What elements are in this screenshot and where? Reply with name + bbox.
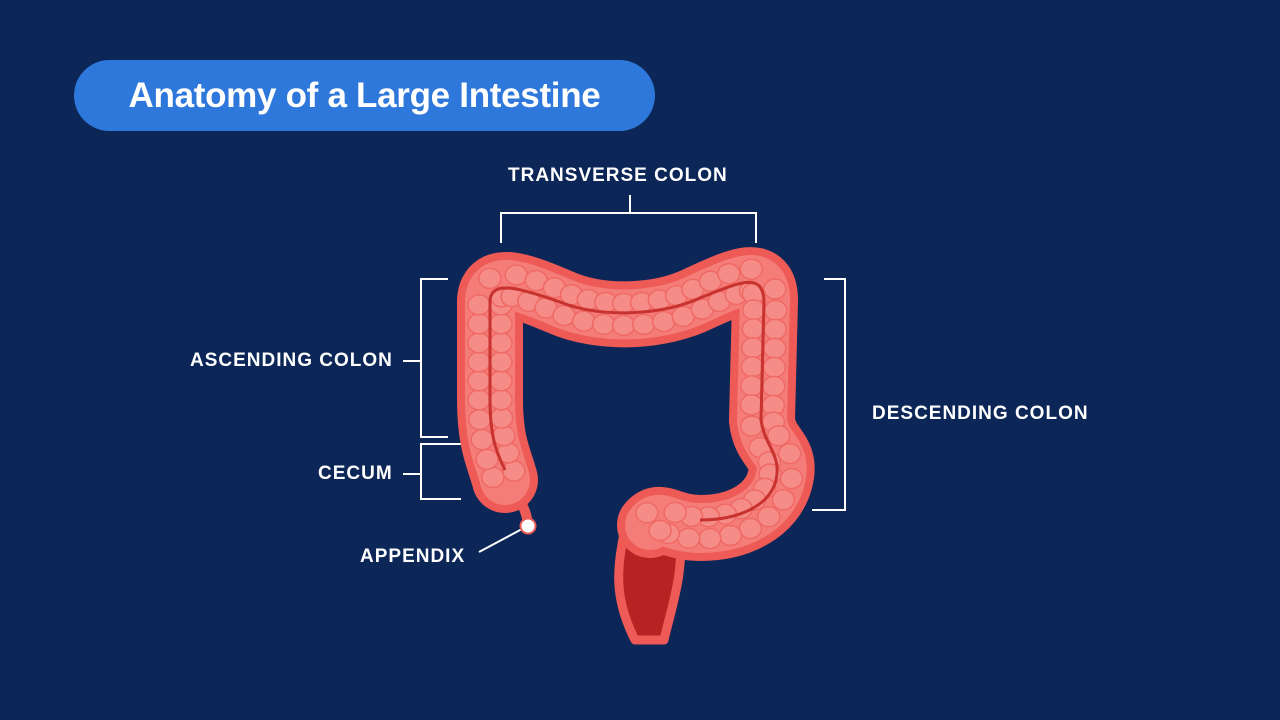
haustrum [739, 258, 764, 280]
label-appendix: APPENDIX [360, 546, 466, 567]
haustrum [763, 299, 788, 322]
haustrum [467, 370, 491, 392]
haustrum [648, 519, 672, 542]
cecum-bracket [403, 443, 461, 500]
haustrum [489, 389, 513, 411]
title-pill: Anatomy of a Large Intestine [74, 60, 655, 131]
haustrum [757, 506, 781, 528]
haustrum [763, 337, 787, 360]
haustrum [502, 460, 526, 482]
haustrum [762, 375, 786, 398]
page-title: Anatomy of a Large Intestine [128, 75, 601, 115]
haustrum [571, 310, 596, 332]
haustrum [489, 370, 513, 392]
haustrum [631, 313, 656, 336]
haustrum [492, 425, 516, 447]
haustrum [481, 466, 505, 489]
haustrum [763, 278, 787, 300]
haustrum [738, 517, 763, 540]
transverse-bracket [500, 195, 757, 243]
label-descending-colon: DESCENDING COLON [872, 403, 1089, 424]
haustrum [489, 351, 513, 373]
haustrum [467, 332, 491, 354]
brackets [403, 195, 846, 553]
haustrum [777, 442, 802, 465]
haustrum [591, 313, 616, 336]
haustrum [504, 264, 529, 286]
haustrum [467, 294, 491, 316]
colon-center-line [488, 281, 779, 522]
haustrum [766, 425, 791, 447]
haustrum [698, 527, 722, 550]
haustrum [739, 415, 764, 437]
haustrum [718, 524, 743, 547]
label-ascending-colon: ASCENDING COLON [190, 350, 393, 371]
descending-bracket [812, 278, 846, 511]
haustrum [741, 337, 765, 359]
haustrum [762, 356, 787, 379]
haustra [467, 258, 804, 550]
rectum [614, 523, 686, 645]
haustrum [489, 407, 514, 429]
ascending-bracket [403, 278, 448, 438]
haustrum [771, 489, 796, 511]
haustrum [741, 299, 766, 321]
haustrum [717, 263, 741, 285]
haustrum [663, 501, 687, 524]
haustrum [489, 313, 513, 335]
haustrum [467, 389, 491, 411]
haustrum [739, 394, 764, 416]
haustrum [676, 527, 701, 550]
haustrum [779, 467, 804, 490]
appendix-marker [519, 517, 537, 535]
haustrum [611, 314, 636, 337]
haustrum [489, 332, 513, 354]
haustrum [475, 448, 499, 471]
appendix-pointer [478, 528, 523, 553]
haustrum [467, 408, 492, 431]
haustrum [478, 267, 502, 290]
haustrum [635, 502, 659, 524]
haustrum [467, 351, 491, 373]
label-cecum: CECUM [318, 463, 393, 484]
haustrum [741, 318, 766, 340]
haustrum [552, 304, 576, 327]
haustrum [467, 313, 491, 335]
haustrum [470, 428, 494, 451]
haustrum [740, 375, 764, 397]
label-transverse-colon: TRANSVERSE COLON [508, 165, 728, 186]
haustrum [763, 318, 788, 341]
haustrum [651, 310, 676, 333]
haustrum [740, 356, 765, 378]
